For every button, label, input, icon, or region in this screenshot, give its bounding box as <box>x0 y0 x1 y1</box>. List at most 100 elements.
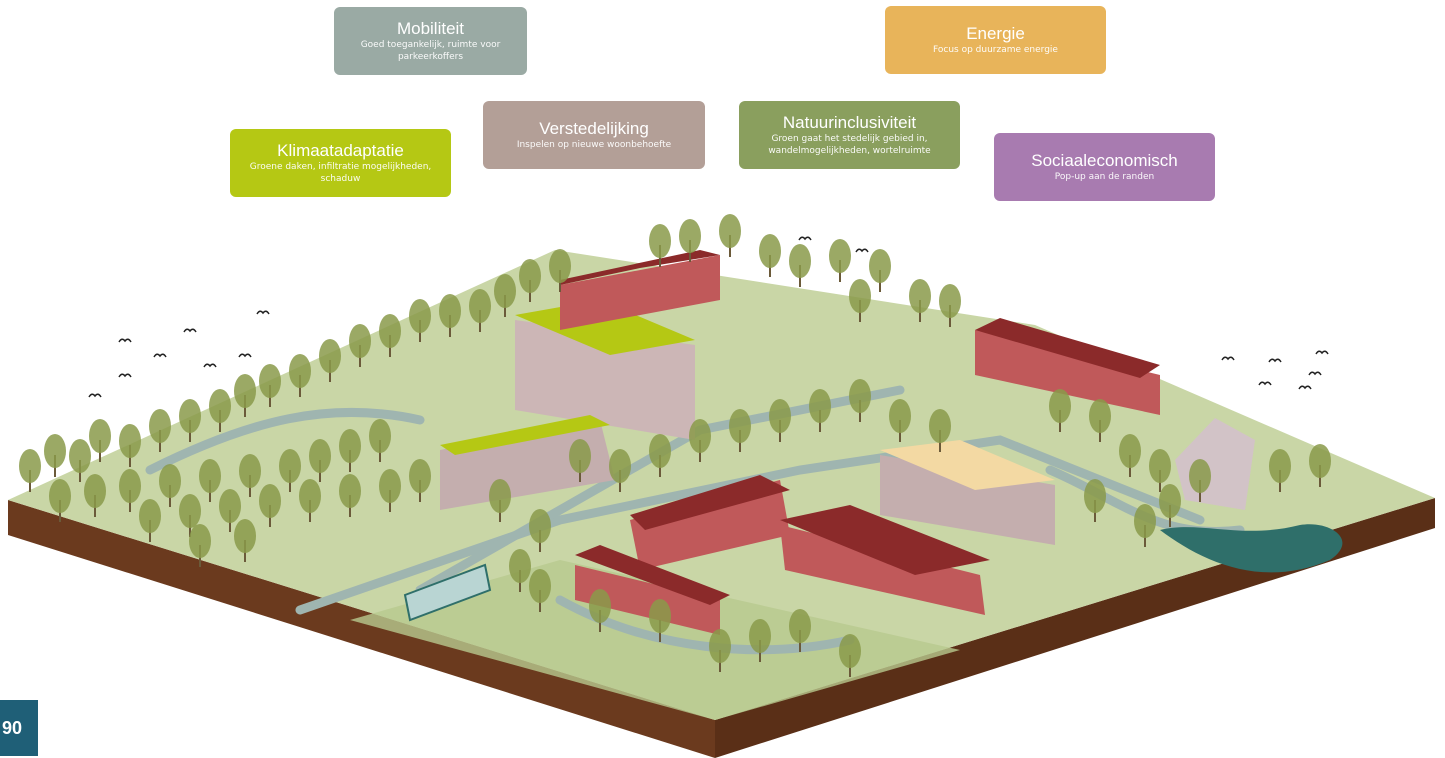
bird <box>1221 356 1235 361</box>
tree-crown <box>379 314 401 348</box>
tree-crown <box>909 279 931 313</box>
tree-crown <box>234 374 256 408</box>
tree-crown <box>929 409 951 443</box>
tree-crown <box>259 484 281 518</box>
tree-crown <box>309 439 331 473</box>
tree-crown <box>299 479 321 513</box>
tree-crown <box>649 224 671 258</box>
tree-crown <box>89 419 111 453</box>
tree-crown <box>339 429 361 463</box>
tree-crown <box>219 489 241 523</box>
tree-crown <box>839 634 861 668</box>
tree-crown <box>19 449 41 483</box>
card-title: Energie <box>966 24 1025 43</box>
bird <box>798 236 812 241</box>
bird <box>118 373 132 378</box>
card-klimaatadaptatie: Klimaatadaptatie Groene daken, infiltrat… <box>230 129 451 197</box>
card-title: Mobiliteit <box>396 19 465 38</box>
tree-crown <box>689 419 711 453</box>
tree-crown <box>519 259 541 293</box>
terraced-houses-5 <box>780 505 990 615</box>
tree-crown <box>69 439 91 473</box>
tree-crown <box>199 459 221 493</box>
card-title: Klimaatadaptatie <box>277 141 404 160</box>
card-natuurinclusiviteit: Natuurinclusiviteit Groen gaat het stede… <box>739 101 960 169</box>
tree-crown <box>119 469 141 503</box>
tree-crown <box>1269 449 1291 483</box>
tree-crown <box>494 274 516 308</box>
tree-crown <box>649 599 671 633</box>
tree-crown <box>549 249 571 283</box>
bird <box>183 328 197 333</box>
tree-crown <box>509 549 531 583</box>
card-subtitle: Inspelen op nieuwe woonbehoefte <box>516 140 672 150</box>
tree-crown <box>809 389 831 423</box>
bird <box>256 310 270 315</box>
bird <box>855 248 869 253</box>
bird <box>118 338 132 343</box>
tree-crown <box>719 214 741 248</box>
tree-crown <box>369 419 391 453</box>
card-subtitle: Groene daken, infiltratie mogelijkheden,… <box>249 162 432 184</box>
tree-crown <box>729 409 751 443</box>
card-energie: Energie Focus op duurzame energie <box>885 6 1106 74</box>
tree-crown <box>279 449 301 483</box>
trees <box>19 214 1331 677</box>
tree-crown <box>119 424 141 458</box>
tree-crown <box>939 284 961 318</box>
tree-crown <box>234 519 256 553</box>
tree-crown <box>1049 389 1071 423</box>
tree-crown <box>1084 479 1106 513</box>
tree-crown <box>609 449 631 483</box>
terraced-houses-4 <box>575 545 730 635</box>
tree-crown <box>759 234 781 268</box>
tree-crown <box>409 299 431 333</box>
card-title: Verstedelijking <box>539 119 649 138</box>
tree-crown <box>339 474 361 508</box>
apartment-flat-3 <box>880 440 1055 545</box>
tree-crown <box>849 279 871 313</box>
tree-crown <box>1159 484 1181 518</box>
tree-crown <box>179 494 201 528</box>
tree-crown <box>209 389 231 423</box>
tree-crown <box>769 399 791 433</box>
tree-crown <box>679 219 701 253</box>
terraced-houses-2 <box>560 250 720 330</box>
card-verstedelijking: Verstedelijking Inspelen op nieuwe woonb… <box>483 101 705 169</box>
tree-crown <box>159 464 181 498</box>
soil-left-side <box>8 500 715 758</box>
tree-crown <box>44 434 66 468</box>
tree-crown <box>1189 459 1211 493</box>
card-subtitle: Focus op duurzame energie <box>933 45 1058 55</box>
bird <box>203 363 217 368</box>
tree-crown <box>829 239 851 273</box>
bird <box>88 393 102 398</box>
tree-crown <box>259 364 281 398</box>
bird <box>1308 371 1322 376</box>
tree-crown <box>649 434 671 468</box>
tree-crown <box>379 469 401 503</box>
tree-crown <box>1149 449 1171 483</box>
tree-crown <box>789 609 811 643</box>
card-subtitle: Pop-up aan de randen <box>1054 172 1155 182</box>
tree-crown <box>189 524 211 558</box>
tree-crown <box>1309 444 1331 478</box>
tree-crown <box>409 459 431 493</box>
bird <box>1258 381 1272 386</box>
bird <box>1268 358 1282 363</box>
card-subtitle: Groen gaat het stedelijk gebied in, wand… <box>768 134 931 156</box>
tree-crown <box>529 509 551 543</box>
tree-crown <box>529 569 551 603</box>
terraced-houses-3 <box>630 475 790 570</box>
tree-crown <box>469 289 491 323</box>
page-number: 90 <box>0 700 38 756</box>
tree-crown <box>289 354 311 388</box>
bird <box>1298 385 1312 390</box>
tree-crown <box>709 629 731 663</box>
bird <box>153 353 167 358</box>
card-mobiliteit: Mobiliteit Goed toegankelijk, ruimte voo… <box>334 7 527 75</box>
tree-crown <box>869 249 891 283</box>
birds <box>88 236 1329 398</box>
terraced-houses-1 <box>975 318 1160 415</box>
